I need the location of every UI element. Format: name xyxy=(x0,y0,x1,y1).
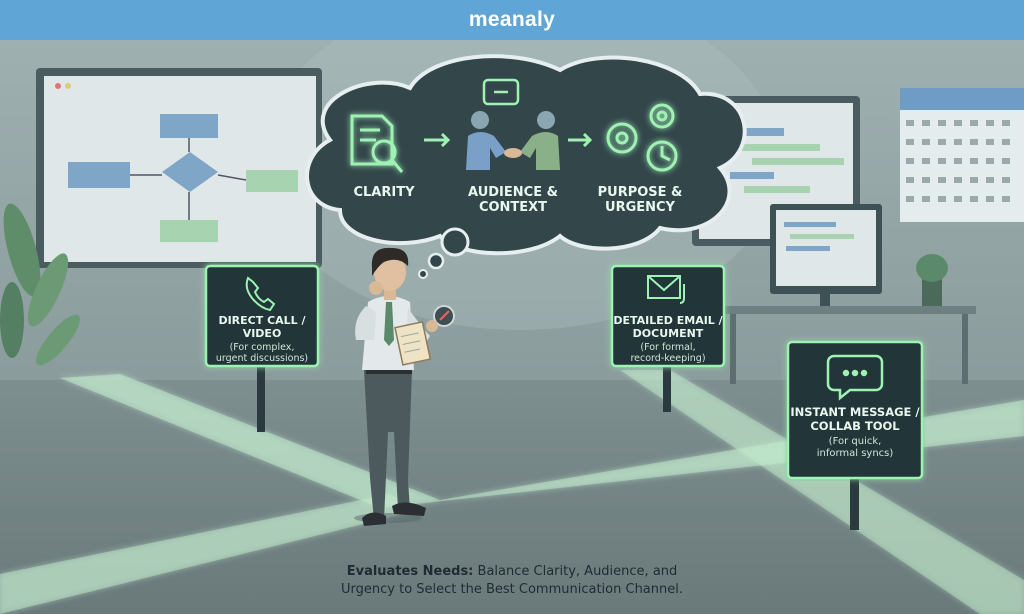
calendar-day-cell xyxy=(954,158,962,164)
arrow-right-icon-2 xyxy=(568,132,593,148)
calendar-day-cell xyxy=(1002,177,1010,183)
whiteboard-left xyxy=(36,68,322,268)
envelope-icon xyxy=(647,275,685,304)
calendar-day-cell xyxy=(922,120,930,126)
thought-label-audience-1: AUDIENCE & xyxy=(468,185,558,200)
calendar-day-cell xyxy=(922,177,930,183)
thought-label-clarity: CLARITY xyxy=(353,185,415,200)
sign-email-sub1: (For formal, xyxy=(640,342,695,353)
calendar-day-cell xyxy=(906,177,914,183)
caption-rest1: Balance Clarity, Audience, and xyxy=(473,564,678,579)
wall-calendar xyxy=(900,88,1024,222)
calendar-day-cell xyxy=(938,120,946,126)
sign-call-sub1: (For complex, xyxy=(230,342,295,353)
calendar-day-cell xyxy=(954,177,962,183)
calendar-day-cell xyxy=(922,196,930,202)
sign-email-line2: DOCUMENT xyxy=(633,327,704,340)
caption-line1: Evaluates Needs: Balance Clarity, Audien… xyxy=(0,563,1024,581)
person-thinking xyxy=(354,247,455,526)
phone-icon xyxy=(245,276,276,312)
sign-chat-line1: INSTANT MESSAGE / xyxy=(790,405,920,419)
calendar-day-cell xyxy=(954,196,962,202)
calendar-day-cell xyxy=(986,177,994,183)
calendar-day-cell xyxy=(938,139,946,145)
calendar-day-cell xyxy=(970,120,978,126)
calendar-day-cell xyxy=(1002,158,1010,164)
caption: Evaluates Needs: Balance Clarity, Audien… xyxy=(0,563,1024,599)
desk-monitor xyxy=(720,204,976,384)
calendar-day-cell xyxy=(1002,139,1010,145)
calendar-day-cell xyxy=(986,196,994,202)
plant-left xyxy=(0,203,80,366)
calendar-day-cell xyxy=(922,139,930,145)
calendar-day-cell xyxy=(954,120,962,126)
thought-label-audience-2: CONTEXT xyxy=(479,200,547,215)
scene-svg: CLARITY AUDIENCE & CONTEXT PURPOSE & URG… xyxy=(0,40,1024,614)
sign-email: DETAILED EMAIL / DOCUMENT (For formal, r… xyxy=(610,264,726,412)
calendar-day-cell xyxy=(986,120,994,126)
document-magnifier-icon xyxy=(350,114,404,173)
sign-instant-message: INSTANT MESSAGE / COLLAB TOOL (For quick… xyxy=(786,340,924,530)
sign-email-line1: DETAILED EMAIL / xyxy=(613,314,723,327)
calendar-day-cell xyxy=(922,158,930,164)
calendar-day-cell xyxy=(938,177,946,183)
glowing-paths xyxy=(0,370,1024,614)
calendar-day-cell xyxy=(906,139,914,145)
calendar-day-cell xyxy=(970,177,978,183)
calendar-day-cell xyxy=(906,196,914,202)
calendar-day-cell xyxy=(906,158,914,164)
calendar-day-cell xyxy=(906,120,914,126)
header-bar: meanaly xyxy=(0,0,1024,40)
calendar-day-cell xyxy=(970,139,978,145)
calendar-day-cell xyxy=(986,139,994,145)
sign-call-line2: VIDEO xyxy=(243,327,282,340)
sign-email-sub2: record-keeping) xyxy=(630,353,705,364)
calendar-day-cell xyxy=(970,158,978,164)
sign-call-line1: DIRECT CALL / xyxy=(218,314,306,327)
calendar-day-cell xyxy=(970,196,978,202)
thought-label-purpose-1: PURPOSE & xyxy=(598,185,683,200)
sign-call-sub2: urgent discussions) xyxy=(216,353,308,364)
calendar-day-cell xyxy=(986,158,994,164)
calendar-day-cell xyxy=(1002,120,1010,126)
calendar-day-cell xyxy=(938,196,946,202)
thought-label-purpose-2: URGENCY xyxy=(605,200,676,215)
arrow-right-icon xyxy=(424,132,451,148)
calendar-day-cell xyxy=(954,139,962,145)
sign-direct-call: DIRECT CALL / VIDEO (For complex, urgent… xyxy=(204,264,320,432)
illustration-scene: CLARITY AUDIENCE & CONTEXT PURPOSE & URG… xyxy=(0,40,1024,614)
handshake-icon xyxy=(466,78,560,170)
sign-chat-line2: COLLAB TOOL xyxy=(810,419,900,433)
calendar-day-cell xyxy=(1002,196,1010,202)
brand-logo-text: meanaly xyxy=(468,8,556,31)
gears-clock-icon xyxy=(606,103,678,172)
calendar-day-cell xyxy=(938,158,946,164)
sign-chat-sub2: informal syncs) xyxy=(817,448,894,459)
chat-bubble-icon xyxy=(826,354,884,401)
caption-bold: Evaluates Needs: xyxy=(346,564,474,579)
caption-line2: Urgency to Select the Best Communication… xyxy=(341,582,683,597)
sign-chat-sub1: (For quick, xyxy=(829,436,882,447)
